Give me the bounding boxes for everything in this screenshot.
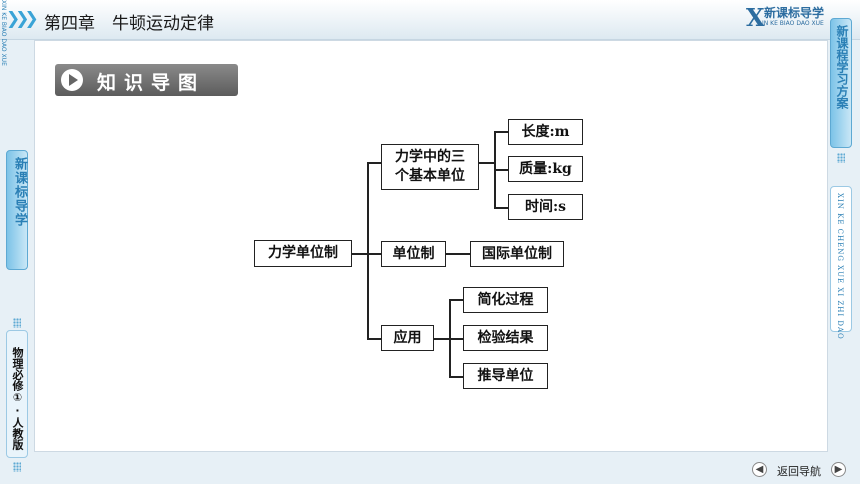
series-tab: 物理必修①·人教版 [6,330,28,458]
node-si: 国际单位制 [470,241,564,267]
node-verify: 检验结果 [463,325,548,351]
node-derive-label: 推导单位 [477,367,534,384]
node-unit-system-label: 单位制 [392,245,435,262]
brand-letter: X [746,3,765,32]
connector [367,253,381,255]
connector [434,338,450,340]
connector [494,207,508,209]
arrow-left-icon[interactable]: ◀ [752,462,767,477]
section-title: 知识导图 [97,72,206,94]
node-mass-label: 质量:kg [519,160,572,177]
chapter-title: 第四章 牛顿运动定律 [44,14,214,34]
node-mass: 质量:kg [508,156,583,182]
node-length: 长度:m [508,119,583,145]
node-application-label: 应用 [393,329,422,346]
mind-map: 力学单位制 力学中的三 个基本单位 长度:m 质量:kg 时间:s 单位制 国际… [248,108,592,398]
node-verify-label: 检验结果 [477,329,534,346]
left-rail: 新课标导学 XIN KE BIAO DAO XUE 物理必修①·人教版 [0,0,34,484]
node-time-label: 时间:s [524,198,567,215]
series-label: 物理必修①·人教版 [11,347,24,450]
top-header: ❯❯❯ 第四章 牛顿运动定律 X 新课标导学 IN KE BIAO DAO XU… [0,0,860,40]
arrow-right-icon[interactable]: ▶ [831,462,846,477]
node-simplify-label: 简化过程 [477,291,534,308]
play-icon [61,69,83,91]
node-unit-system: 单位制 [381,241,446,267]
connector [352,253,368,255]
connector [446,253,470,255]
node-basic-units: 力学中的三 个基本单位 [381,144,479,190]
back-navigation: ◀ 返回导航 ▶ [752,461,850,479]
connector [479,162,495,164]
node-application: 应用 [381,325,434,351]
node-root: 力学单位制 [254,240,352,267]
connector [367,338,381,340]
connector [367,162,381,164]
connector [449,299,451,376]
node-derive: 推导单位 [463,363,548,389]
right-pinyin-tab: XIN KE CHENG XUE XI ZHI DAO [830,186,852,340]
back-nav-label[interactable]: 返回导航 [777,465,821,478]
node-si-label: 国际单位制 [482,245,552,262]
connector [449,338,463,340]
connector [367,162,369,338]
decor-dots [13,318,21,328]
node-length-label: 长度:m [521,123,570,140]
brand-pinyin: IN KE BIAO DAO XUE [762,20,824,27]
connector [494,169,508,171]
brand-name: 新课标导学 [764,6,825,20]
right-brand-pinyin: XIN KE CHENG XUE XI ZHI DAO [836,193,844,340]
chevrons-icon: ❯❯❯ [6,9,39,29]
connector [449,376,463,378]
node-time: 时间:s [508,194,583,220]
node-basic-units-line1: 力学中的三 [395,149,465,165]
connector [449,299,463,301]
connector [494,131,508,133]
left-brand-pinyin: XIN KE BIAO DAO XUE [0,0,7,66]
left-brand-tab[interactable]: 新课标导学 [6,150,28,270]
right-brand-text: 新课程学习方案 [835,25,849,109]
node-simplify: 简化过程 [463,287,548,313]
brand-logo: X 新课标导学 IN KE BIAO DAO XUE [746,3,830,33]
right-brand-tab[interactable]: 新课程学习方案 [830,18,852,148]
decor-dots [13,462,21,472]
node-root-label: 力学单位制 [268,245,338,261]
decor-dots [837,153,845,163]
node-basic-units-line2: 个基本单位 [395,168,465,184]
left-brand-text: 新课标导学 [12,157,27,227]
section-badge: 知识导图 [55,64,238,96]
